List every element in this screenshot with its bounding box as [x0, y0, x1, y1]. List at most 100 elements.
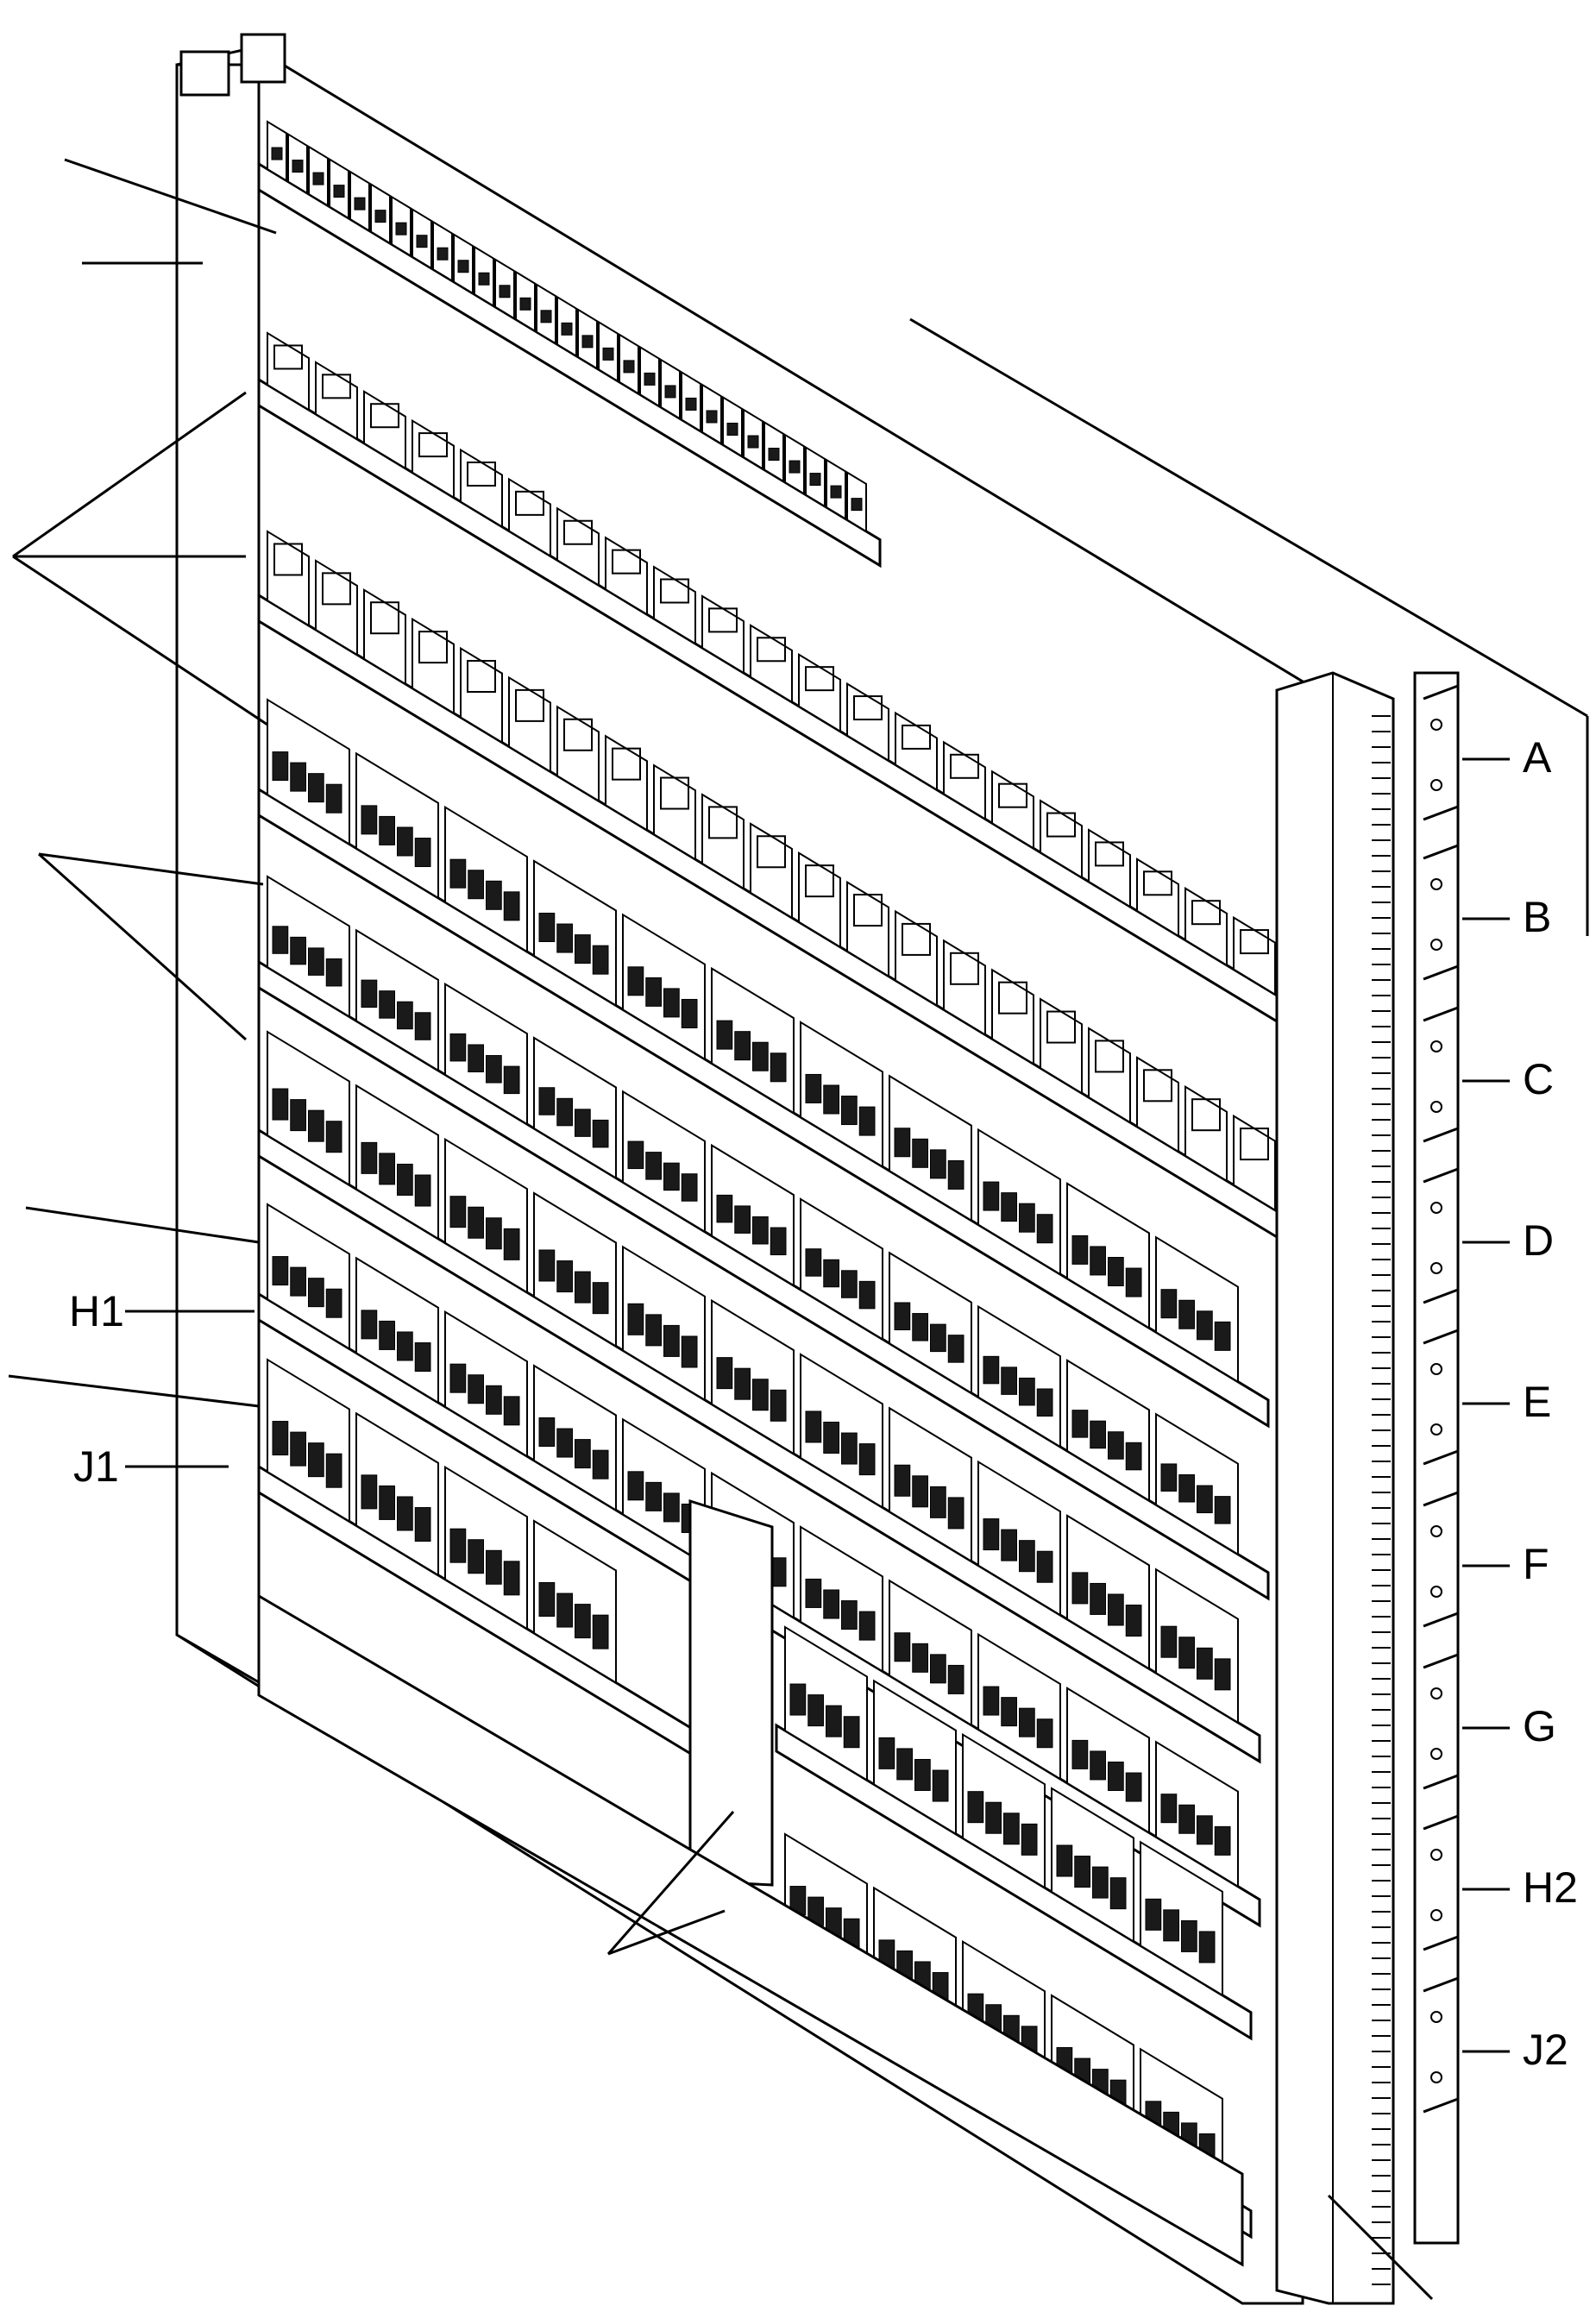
module-terminal	[1160, 1463, 1178, 1492]
module-terminal	[627, 1471, 644, 1501]
module-screw	[706, 410, 718, 424]
module	[653, 565, 696, 645]
module	[1140, 1840, 1223, 1997]
module-terminal	[414, 838, 431, 868]
module-terminal	[1071, 1739, 1089, 1769]
module-face	[998, 981, 1027, 1015]
bracket	[1423, 843, 1460, 981]
module	[711, 966, 795, 1115]
module-terminal	[645, 1314, 662, 1347]
module-body	[315, 361, 358, 441]
module-terminal	[1160, 1289, 1178, 1319]
module	[660, 358, 681, 421]
module-body	[943, 740, 986, 821]
module-terminal	[1214, 1658, 1231, 1691]
module-body	[846, 880, 889, 978]
module-body	[1088, 828, 1131, 908]
module-terminal	[858, 1443, 876, 1476]
module-face	[467, 461, 496, 487]
module-terminal	[983, 1686, 1000, 1716]
module-terminal	[930, 1149, 946, 1179]
module-body	[412, 418, 455, 499]
module-body	[895, 711, 938, 792]
module-terminal	[681, 1335, 698, 1368]
module-terminal	[397, 1163, 413, 1196]
module-screw	[581, 335, 594, 349]
module-face	[1240, 929, 1269, 955]
module	[391, 195, 412, 258]
module-face	[322, 374, 351, 399]
module-terminal	[752, 1379, 769, 1411]
label-c: C	[1523, 1055, 1554, 1103]
module	[287, 132, 308, 195]
bracket-hole	[1430, 1262, 1442, 1274]
module-face	[370, 403, 399, 429]
module	[508, 675, 551, 774]
module-terminal	[663, 1492, 680, 1523]
module-body	[508, 675, 551, 774]
module-terminal	[947, 1335, 965, 1363]
bracket	[1423, 1166, 1460, 1304]
module-terminal	[1108, 1431, 1124, 1460]
module-terminal	[681, 1173, 698, 1202]
module-terminal	[1019, 1203, 1035, 1233]
module-face	[322, 572, 351, 606]
module	[681, 370, 701, 433]
module-terminal	[1019, 1540, 1035, 1573]
label-e: E	[1523, 1378, 1551, 1426]
module-screw	[395, 222, 407, 236]
module-terminal	[823, 1589, 839, 1619]
bracket-hole	[1430, 2071, 1442, 2083]
label-b: B	[1523, 893, 1551, 941]
module-face	[515, 688, 544, 722]
bracket-hole	[1430, 1748, 1442, 1760]
module	[363, 390, 406, 470]
module	[701, 594, 745, 675]
module	[460, 646, 503, 744]
module-terminal	[1021, 1823, 1038, 1856]
module-body	[798, 652, 841, 733]
module	[743, 408, 763, 471]
module-face	[902, 724, 931, 750]
module	[355, 1411, 439, 1577]
module	[267, 1030, 350, 1187]
module-terminal	[290, 1099, 306, 1132]
module-terminal	[1001, 1697, 1017, 1727]
top-lug	[179, 50, 230, 97]
module	[622, 1245, 706, 1402]
module-terminal	[575, 1439, 591, 1469]
module	[533, 1519, 617, 1685]
module-terminal	[361, 805, 378, 835]
bracket-hole	[1430, 939, 1442, 951]
module	[622, 913, 706, 1061]
module-terminal	[592, 945, 609, 975]
module-terminal	[894, 1464, 911, 1497]
bracket	[1423, 1005, 1460, 1143]
module	[533, 859, 617, 1008]
module-terminal	[468, 870, 484, 900]
top-lug-2	[240, 33, 286, 84]
module-terminal	[379, 1320, 395, 1350]
module-terminal	[325, 958, 342, 987]
module-screw	[416, 235, 428, 248]
module	[798, 851, 841, 949]
module-terminal	[538, 1581, 556, 1617]
module-terminal	[1001, 1366, 1017, 1395]
module-terminal	[325, 1453, 342, 1488]
module-terminal	[503, 891, 520, 921]
bracket	[1423, 1328, 1460, 1466]
module	[1136, 858, 1179, 938]
module-terminal	[1214, 1825, 1231, 1856]
module	[267, 530, 310, 627]
module	[889, 1074, 972, 1222]
module-face	[1046, 1010, 1076, 1044]
module	[515, 270, 536, 333]
module-face	[1095, 841, 1124, 867]
module-terminal	[272, 1421, 289, 1456]
module-terminal	[930, 1654, 946, 1684]
module-face	[1095, 1040, 1124, 1073]
module-terminal	[627, 966, 644, 996]
module-terminal	[290, 936, 306, 965]
module	[977, 1128, 1061, 1276]
